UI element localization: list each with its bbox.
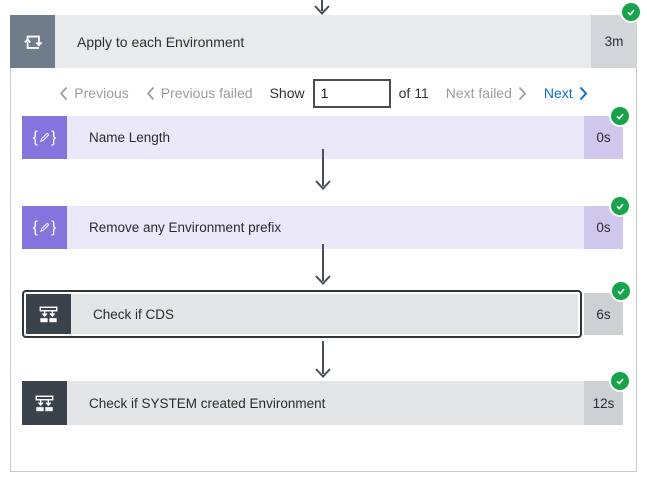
action-title: Check if SYSTEM created Environment: [89, 395, 326, 411]
apply-to-each-header[interactable]: Apply to each Environment 3m: [10, 3, 640, 68]
action-check-if-system-created[interactable]: Check if SYSTEM created Environment 12s: [22, 372, 629, 425]
loop-icon: [10, 15, 55, 68]
show-label: Show: [269, 85, 305, 101]
previous-button[interactable]: Previous: [59, 85, 129, 101]
scope-duration: 3m: [591, 15, 637, 68]
action-title: Remove any Environment prefix: [89, 220, 282, 235]
action-check-if-cds[interactable]: Check if CDS 6s: [22, 282, 630, 338]
scope-success-badge: [622, 3, 640, 21]
next-failed-button[interactable]: Next failed: [446, 85, 527, 101]
success-badge: [611, 107, 629, 125]
next-button[interactable]: Next: [544, 85, 588, 101]
success-badge: [612, 282, 630, 300]
compose-icon: { }: [22, 206, 67, 249]
condition-icon: [22, 381, 67, 425]
chevron-right-icon: [518, 86, 527, 100]
apply-to-each-scope: Apply to each Environment 3m Previous Pr: [10, 3, 640, 472]
previous-failed-button[interactable]: Previous failed: [146, 85, 253, 101]
action-title: Check if CDS: [93, 306, 175, 322]
connector-arrow: [315, 341, 331, 378]
success-badge: [611, 372, 629, 390]
action-duration: 6s: [584, 293, 623, 335]
chevron-left-icon: [146, 86, 154, 100]
connector-arrow-top: [314, 0, 330, 15]
chevron-left-icon: [60, 86, 68, 100]
action-title: Name Length: [89, 130, 171, 145]
condition-icon: [26, 294, 71, 334]
action-name-length[interactable]: { } Name Length 0s: [22, 107, 629, 159]
selection-outline: Check if CDS: [22, 290, 582, 338]
scope-title: Apply to each Environment: [55, 15, 591, 68]
connector-arrow: [315, 149, 331, 190]
iteration-pager: Previous Previous failed Show of 11 Next…: [11, 76, 636, 110]
connector-arrow: [315, 244, 331, 285]
action-remove-environment-prefix[interactable]: { } Remove any Environment prefix 0s: [22, 197, 629, 249]
chevron-right-icon: [579, 86, 588, 100]
success-badge: [611, 197, 629, 215]
iteration-number-input[interactable]: [312, 78, 391, 108]
compose-icon: { }: [22, 116, 67, 159]
of-total-label: of 11: [398, 85, 429, 101]
